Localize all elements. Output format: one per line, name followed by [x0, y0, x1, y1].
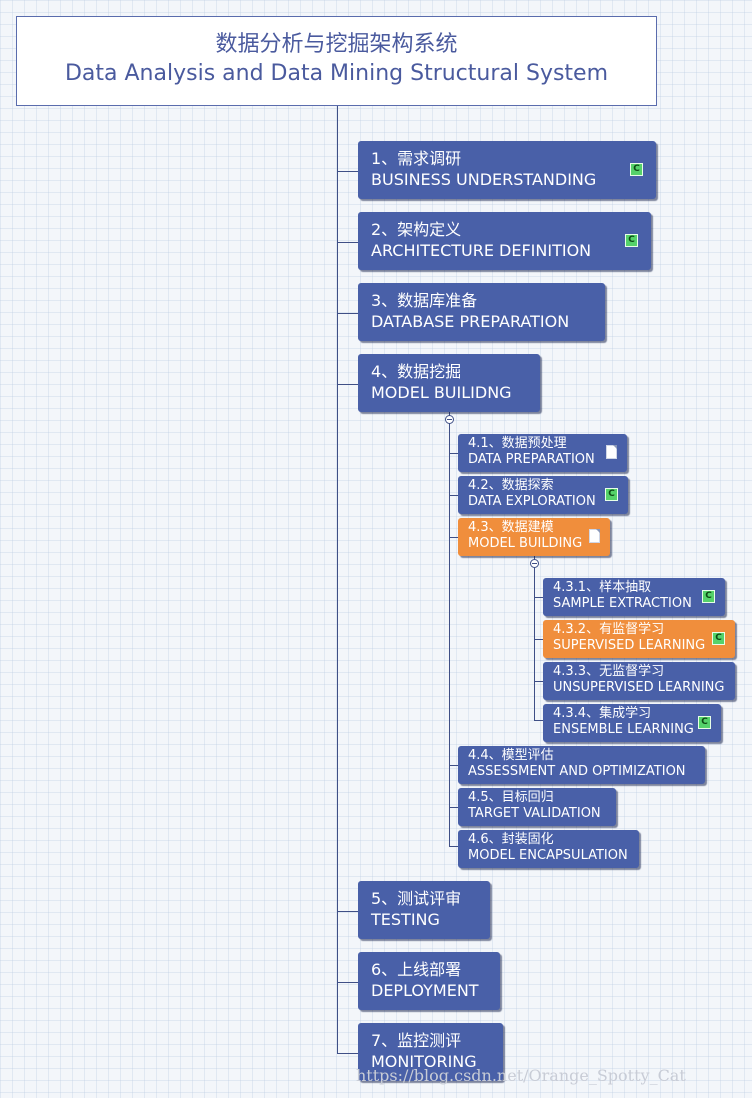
subtopic-label-en: SAMPLE EXTRACTION [553, 596, 692, 611]
subtopic-label-en: ENSEMBLE LEARNING [553, 722, 694, 737]
elbow [337, 1053, 358, 1054]
subtopic-4-5-target-validation[interactable]: 4.5、目标回归 TARGET VALIDATION [458, 788, 616, 826]
subtopic-label-en: SUPERVISED LEARNING [553, 638, 706, 653]
elbow [534, 639, 543, 640]
branch-line [534, 556, 535, 720]
topic-5-testing[interactable]: 5、测试评审 TESTING [358, 881, 490, 939]
elbow [449, 807, 458, 808]
subtopic-label-cn: 4.5、目标回归 [468, 790, 554, 805]
collapse-toggle-4-3[interactable] [530, 559, 539, 568]
subtopic-label-cn: 4.3、数据建模 [468, 520, 554, 535]
subtopic-label-en: MODEL BUILDING [468, 536, 583, 551]
subtopic-4-2-data-exploration[interactable]: 4.2、数据探索 DATA EXPLORATION C [458, 476, 628, 514]
subtopic-label-en: ASSESSMENT AND OPTIMIZATION [468, 764, 686, 779]
topic-label-en: DATABASE PREPARATION [371, 312, 570, 331]
elbow [534, 681, 543, 682]
subtopic-4-6-model-encapsulation[interactable]: 4.6、封装固化 MODEL ENCAPSULATION [458, 830, 639, 868]
elbow [534, 597, 543, 598]
topic-label-cn: 6、上线部署 [371, 960, 462, 979]
subtopic-label-en: UNSUPERVISED LEARNING [553, 680, 725, 695]
collapse-toggle-4[interactable] [445, 415, 454, 424]
elbow [449, 495, 458, 496]
c-icon: C [702, 590, 715, 603]
subtopic-label-en: DATA EXPLORATION [468, 494, 596, 509]
c-icon: C [625, 234, 638, 247]
elbow [449, 765, 458, 766]
c-icon: C [630, 163, 643, 176]
watermark: https://blog.csdn.net/Orange_Spotty_Cat [356, 1066, 686, 1085]
subtopic-4-3-2-supervised-learning[interactable]: 4.3.2、有监督学习 SUPERVISED LEARNING C [543, 620, 735, 658]
root-topic[interactable]: 数据分析与挖掘架构系统 Data Analysis and Data Minin… [16, 16, 657, 106]
subtopic-label-en: MODEL ENCAPSULATION [468, 848, 628, 863]
elbow [449, 453, 458, 454]
elbow [534, 720, 543, 721]
topic-4-model-building[interactable]: 4、数据挖掘 MODEL BUILIDNG [358, 354, 540, 412]
c-icon: C [712, 632, 725, 645]
topic-label-cn: 5、测试评审 [371, 889, 462, 908]
topic-7-monitoring[interactable]: 7、监控测评 MONITORING [358, 1023, 503, 1081]
topic-label-en: TESTING [371, 910, 440, 929]
elbow [449, 537, 458, 538]
topic-3-database-preparation[interactable]: 3、数据库准备 DATABASE PREPARATION [358, 283, 605, 341]
subtopic-label-cn: 4.3.2、有监督学习 [553, 622, 665, 637]
subtopic-4-3-model-building[interactable]: 4.3、数据建模 MODEL BUILDING [458, 518, 610, 556]
topic-label-en: DEPLOYMENT [371, 981, 479, 1000]
topic-6-deployment[interactable]: 6、上线部署 DEPLOYMENT [358, 952, 500, 1010]
topic-label-en: BUSINESS UNDERSTANDING [371, 170, 597, 189]
topic-label-cn: 1、需求调研 [371, 149, 462, 168]
document-icon [589, 529, 600, 543]
subtopic-label-cn: 4.3.4、集成学习 [553, 706, 652, 721]
elbow [449, 846, 458, 847]
topic-label-en: MODEL BUILIDNG [371, 383, 512, 402]
elbow [337, 384, 358, 385]
root-title-cn: 数据分析与挖掘架构系统 [215, 32, 458, 57]
subtopic-label-cn: 4.3.1、样本抽取 [553, 580, 652, 595]
trunk-line [337, 106, 338, 1054]
c-icon: C [698, 716, 711, 729]
subtopic-4-4-assessment[interactable]: 4.4、模型评估 ASSESSMENT AND OPTIMIZATION [458, 746, 705, 784]
elbow [337, 242, 358, 243]
document-icon [606, 445, 617, 459]
topic-label-cn: 4、数据挖掘 [371, 362, 462, 381]
subtopic-label-en: DATA PREPARATION [468, 452, 595, 467]
elbow [337, 911, 358, 912]
topic-1-business-understanding[interactable]: 1、需求调研 BUSINESS UNDERSTANDING C [358, 141, 656, 199]
c-icon: C [605, 488, 618, 501]
topic-label-cn: 3、数据库准备 [371, 291, 478, 310]
subtopic-label-cn: 4.4、模型评估 [468, 748, 554, 763]
subtopic-4-3-4-ensemble-learning[interactable]: 4.3.4、集成学习 ENSEMBLE LEARNING C [543, 704, 721, 742]
topic-2-architecture-definition[interactable]: 2、架构定义 ARCHITECTURE DEFINITION C [358, 212, 651, 270]
subtopic-label-cn: 4.6、封装固化 [468, 832, 554, 847]
subtopic-4-3-3-unsupervised-learning[interactable]: 4.3.3、无监督学习 UNSUPERVISED LEARNING [543, 662, 735, 700]
root-title-en: Data Analysis and Data Mining Structural… [64, 61, 609, 86]
subtopic-4-3-1-sample-extraction[interactable]: 4.3.1、样本抽取 SAMPLE EXTRACTION C [543, 578, 725, 616]
subtopic-label-cn: 4.1、数据预处理 [468, 436, 567, 451]
elbow [337, 982, 358, 983]
topic-label-en: MONITORING [371, 1052, 477, 1071]
topic-label-cn: 7、监控测评 [371, 1031, 462, 1050]
topic-label-cn: 2、架构定义 [371, 220, 462, 239]
subtopic-4-1-data-preparation[interactable]: 4.1、数据预处理 DATA PREPARATION [458, 434, 627, 472]
elbow [337, 313, 358, 314]
elbow [337, 171, 358, 172]
branch-line [449, 412, 450, 847]
subtopic-label-en: TARGET VALIDATION [468, 806, 601, 821]
subtopic-label-cn: 4.3.3、无监督学习 [553, 664, 665, 679]
topic-label-en: ARCHITECTURE DEFINITION [371, 241, 592, 260]
subtopic-label-cn: 4.2、数据探索 [468, 478, 554, 493]
